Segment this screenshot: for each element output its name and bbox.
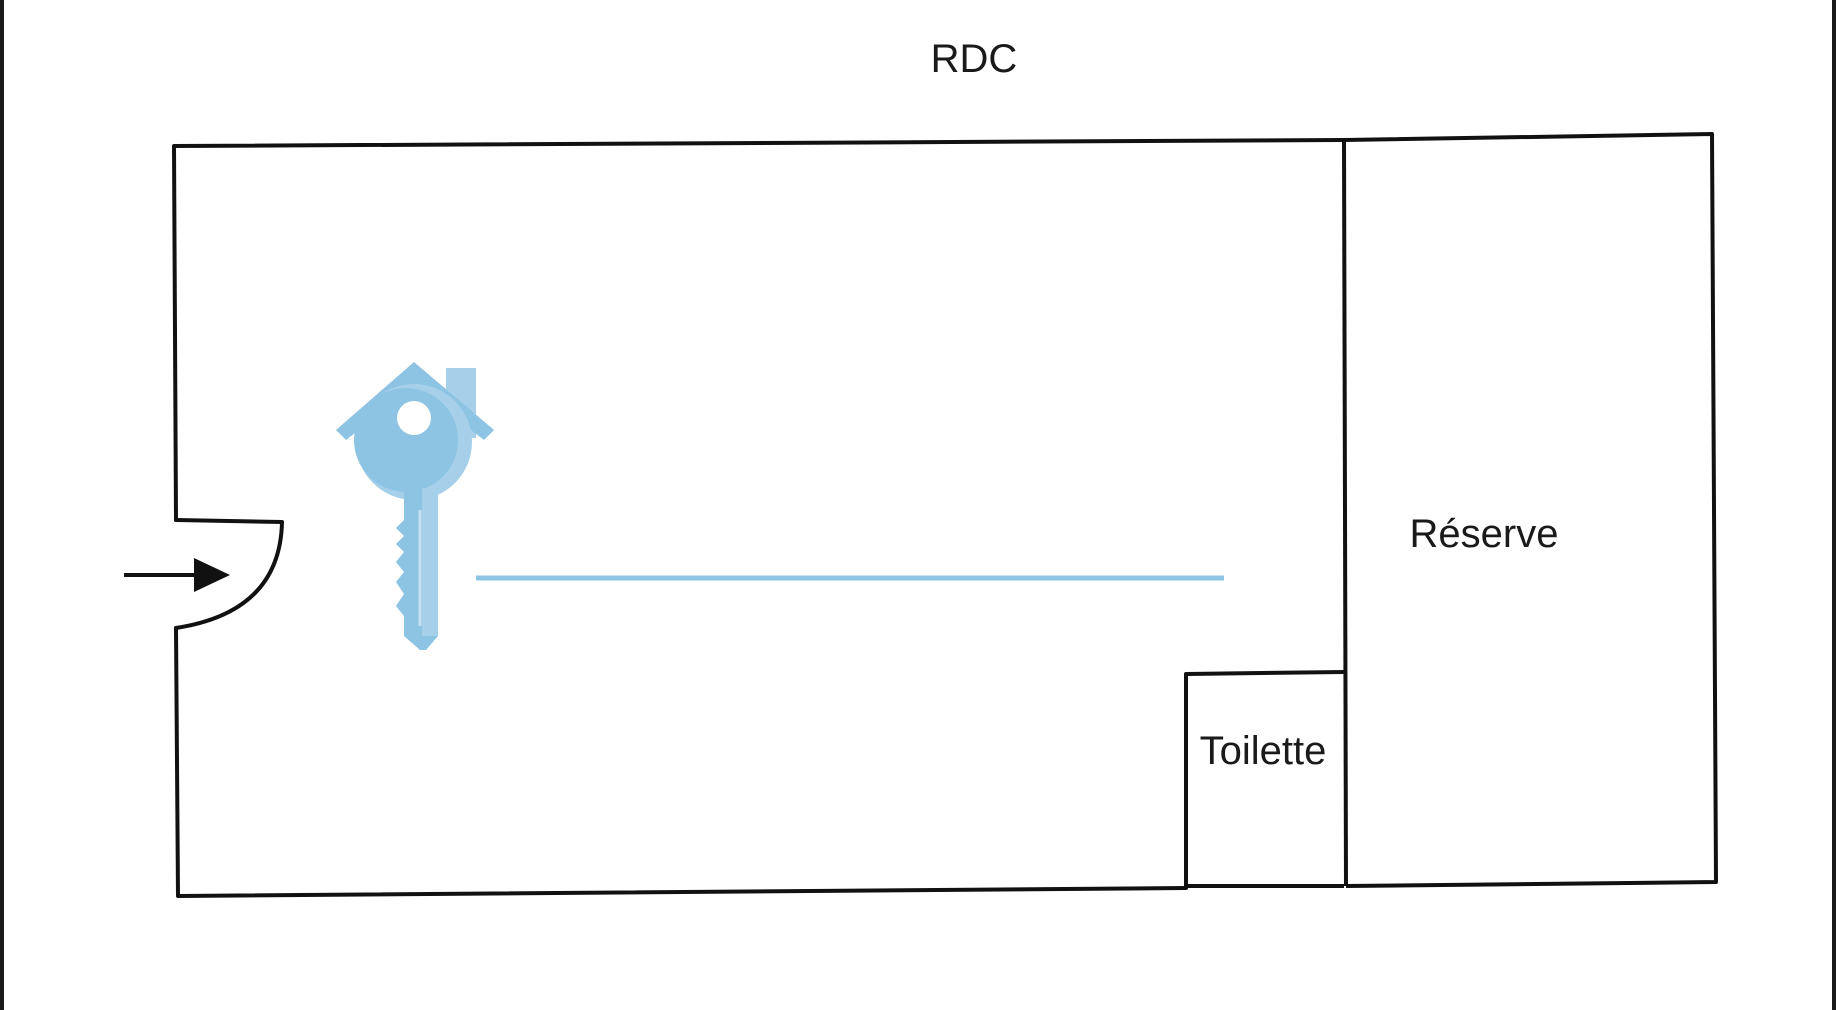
main-room-walls — [172, 138, 1346, 898]
entrance-arrow-icon — [124, 558, 230, 592]
reserve-label: Réserve — [1410, 512, 1559, 556]
level-title: RDC — [931, 37, 1018, 81]
toilet-walls — [1184, 670, 1345, 888]
house-key-logo-icon — [336, 362, 494, 650]
entrance-door — [174, 518, 284, 630]
reserve-room-walls — [1343, 132, 1718, 888]
partition-wall — [1342, 139, 1348, 887]
toilet-label: Toilette — [1200, 729, 1327, 773]
